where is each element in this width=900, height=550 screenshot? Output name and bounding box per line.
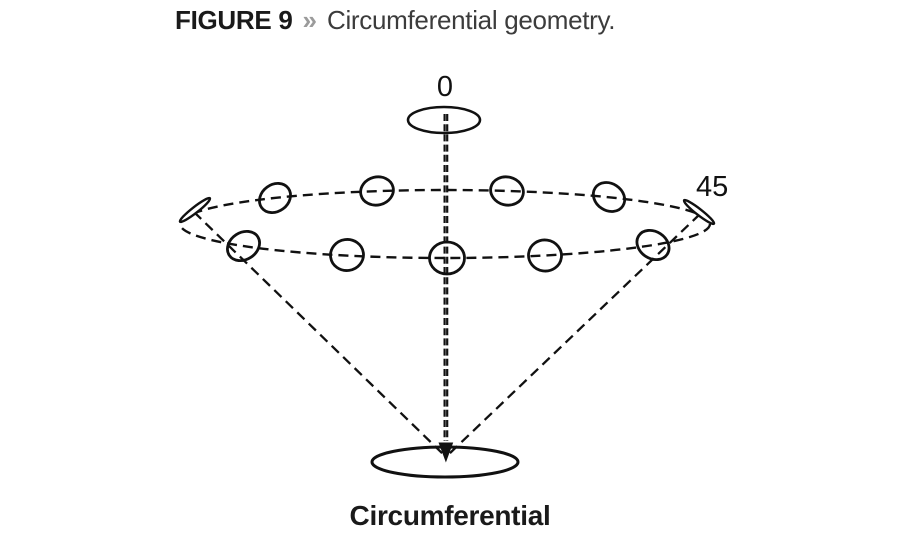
- cone-edge-right: [447, 213, 701, 456]
- view-circle: [226, 229, 261, 263]
- diagram-bottom-label: Circumferential: [349, 500, 551, 531]
- view-circle: [635, 228, 671, 262]
- edge-on-circle-left: [178, 196, 212, 224]
- top-view-ellipse: [406, 105, 482, 135]
- target-ellipse: [370, 445, 520, 479]
- edge-on-circle-right: [682, 198, 716, 226]
- figure-title: FIGURE 9 » Circumferential geometry.: [175, 4, 616, 36]
- view-circle: [527, 238, 563, 273]
- cone-edge-left: [193, 211, 445, 456]
- view-circle: [359, 175, 395, 207]
- view-circle: [489, 175, 525, 207]
- view-circle: [329, 238, 365, 272]
- figure-caption: Circumferential geometry.: [326, 5, 616, 35]
- angle-label-zero: 0: [436, 71, 454, 103]
- view-circle: [591, 181, 627, 213]
- view-circle: [258, 181, 292, 215]
- view-circle: [428, 240, 466, 276]
- angle-label-45: 45: [696, 171, 729, 203]
- figure-number: FIGURE 9: [175, 5, 293, 35]
- double-chevron-icon: »: [302, 5, 317, 35]
